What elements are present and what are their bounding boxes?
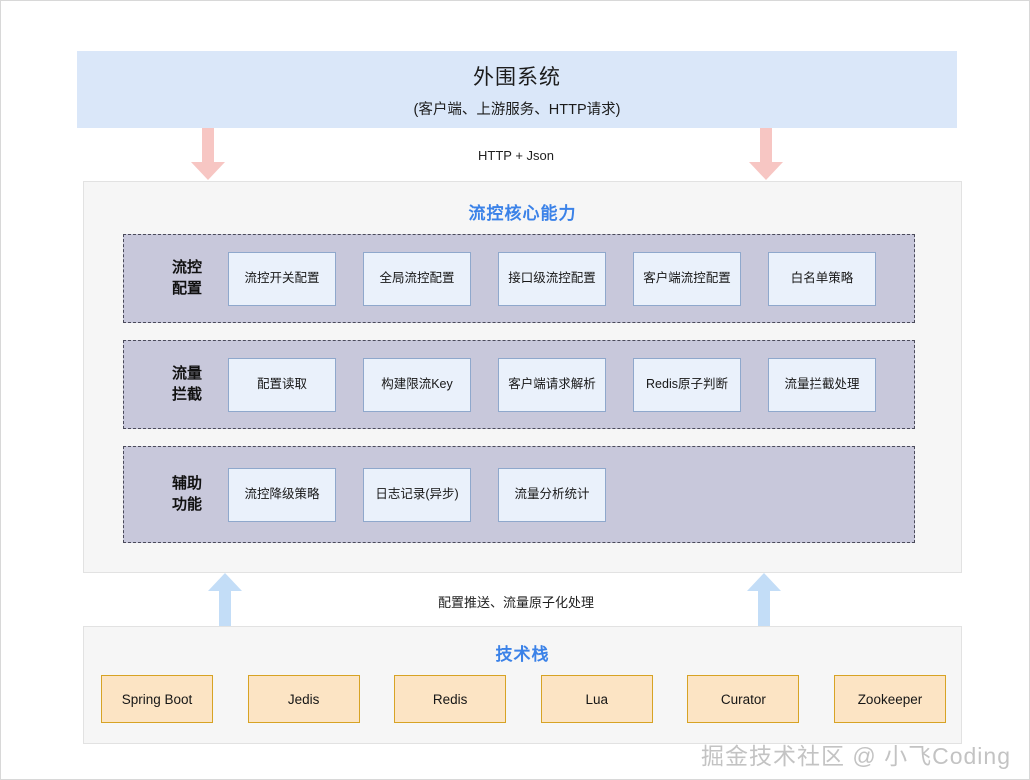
core-row-label-line1: 流控 [171, 259, 202, 277]
tech-stack-panel: 技术栈 Spring Boot Jedis Redis Lua Curator … [83, 626, 962, 744]
upstream-flow-label: 配置推送、流量原子化处理 [437, 595, 594, 610]
core-card[interactable]: 流控降级策略 [228, 467, 336, 522]
core-card[interactable]: 客户端请求解析 [498, 357, 606, 412]
arrow-head [191, 162, 225, 180]
core-row-items: 流控开关配置 全局流控配置 接口级流控配置 客户端流控配置 白名单策略 [228, 251, 876, 306]
core-capability-title: 流控核心能力 [468, 204, 577, 223]
external-system-subtitle: (客户端、上游服务、HTTP请求) [413, 101, 621, 118]
tech-chip[interactable]: Zookeeper [833, 675, 946, 723]
arrow-down-right-icon [749, 128, 783, 180]
downstream-flow-label: HTTP + Json [478, 148, 554, 163]
tech-chip[interactable]: Jedis [247, 675, 360, 723]
core-row-label: 流量 拦截 [146, 364, 228, 405]
core-row-label-line2: 配置 [171, 279, 202, 297]
watermark: 掘金技术社区 @ 小飞Coding [700, 743, 1011, 769]
core-card[interactable]: 白名单策略 [768, 251, 876, 306]
core-row-flow-config: 流控 配置 流控开关配置 全局流控配置 接口级流控配置 客户端流控配置 白名单策… [123, 234, 915, 323]
core-row-traffic-intercept: 流量 拦截 配置读取 构建限流Key 客户端请求解析 Redis原子判断 流量拦… [123, 340, 915, 429]
tech-stack-items: Spring Boot Jedis Redis Lua Curator Zook… [101, 675, 946, 723]
core-row-items: 流控降级策略 日志记录(异步) 流量分析统计 [228, 467, 606, 522]
tech-chip[interactable]: Curator [687, 675, 800, 723]
arrow-down-left-icon [191, 128, 225, 180]
tech-chip[interactable]: Spring Boot [101, 675, 213, 723]
core-card[interactable]: 接口级流控配置 [498, 251, 606, 306]
core-rows: 流控 配置 流控开关配置 全局流控配置 接口级流控配置 客户端流控配置 白名单策… [123, 234, 915, 543]
core-row-label: 流控 配置 [146, 258, 228, 299]
core-row-items: 配置读取 构建限流Key 客户端请求解析 Redis原子判断 流量拦截处理 [228, 357, 876, 412]
core-card[interactable]: 流控开关配置 [228, 251, 336, 306]
core-card[interactable]: Redis原子判断 [633, 357, 741, 412]
tech-chip[interactable]: Redis [394, 675, 507, 723]
arrow-head [747, 573, 781, 591]
core-card[interactable]: 全局流控配置 [363, 251, 471, 306]
arrow-shaft [219, 590, 231, 626]
core-card[interactable]: 日志记录(异步) [363, 467, 471, 522]
arrow-shaft [758, 590, 770, 626]
core-capability-panel: 流控核心能力 流控 配置 流控开关配置 全局流控配置 接口级流控配置 客户端流控… [83, 181, 962, 573]
core-card[interactable]: 客户端流控配置 [633, 251, 741, 306]
arrow-head [749, 162, 783, 180]
core-card[interactable]: 配置读取 [228, 357, 336, 412]
external-system-banner: 外围系统 (客户端、上游服务、HTTP请求) [77, 51, 957, 128]
external-system-title: 外围系统 [473, 65, 561, 89]
arrow-head [208, 573, 242, 591]
core-card[interactable]: 构建限流Key [363, 357, 471, 412]
core-row-auxiliary: 辅助 功能 流控降级策略 日志记录(异步) 流量分析统计 [123, 446, 915, 543]
arrow-shaft [760, 128, 772, 164]
arrow-shaft [202, 128, 214, 164]
core-row-label-line1: 辅助 [171, 475, 202, 493]
core-card[interactable]: 流量分析统计 [498, 467, 606, 522]
core-row-label-line2: 拦截 [171, 385, 202, 403]
arrow-up-left-icon [208, 573, 242, 626]
tech-chip[interactable]: Lua [540, 675, 653, 723]
core-row-label-line2: 功能 [171, 495, 202, 513]
core-row-label-line1: 流量 [171, 365, 202, 383]
core-row-label: 辅助 功能 [146, 474, 228, 515]
tech-stack-title: 技术栈 [495, 645, 550, 664]
arrow-up-right-icon [747, 573, 781, 626]
core-card[interactable]: 流量拦截处理 [768, 357, 876, 412]
